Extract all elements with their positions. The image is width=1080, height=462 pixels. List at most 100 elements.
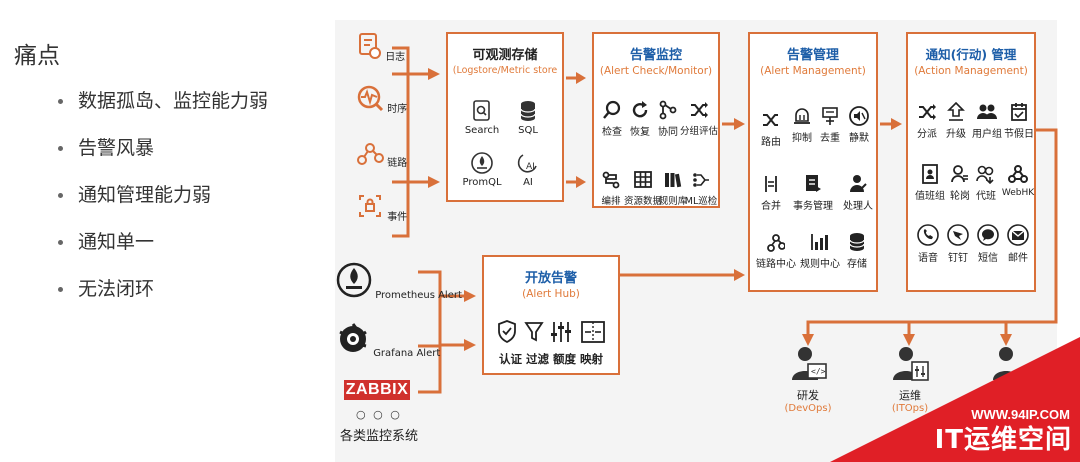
storage-item-ai: AI AI — [508, 152, 548, 188]
management-item-label: 去重 — [820, 133, 840, 144]
oncall-card-icon — [922, 164, 938, 184]
management-title: 告警管理 — [786, 48, 839, 63]
monitor-item-rulebase: 规则库 — [658, 170, 688, 207]
share-nodes-icon — [659, 100, 677, 120]
monitor-item-collab: 协同 — [654, 100, 682, 138]
storage-item-label: PromQL — [462, 177, 502, 188]
monitor-item-label: 检查 — [602, 127, 622, 138]
management-item-label: 链路中心 — [756, 259, 796, 270]
pain-item: 通知管理能力弱 — [58, 180, 268, 227]
action-item-rotation: 轮岗 — [946, 164, 974, 202]
magnifier-icon — [603, 100, 621, 119]
storage-item-label: Search — [464, 125, 500, 136]
webhook-icon — [1008, 165, 1028, 183]
action-item-label: 邮件 — [1008, 253, 1028, 264]
trace-nodes-icon — [357, 143, 384, 165]
escalate-icon — [947, 102, 965, 121]
storage-item-label: AI — [523, 177, 533, 188]
action-item-label: 升级 — [946, 129, 966, 140]
pain-item: 告警风暴 — [58, 133, 268, 180]
hub-title: 开放告警 — [524, 271, 577, 286]
monitor-item-resource: 资源数据 — [624, 170, 662, 207]
role-devops: </> 研发 (DevOps) — [782, 344, 834, 414]
merge-icon — [765, 176, 777, 192]
prometheus-icon — [336, 262, 372, 298]
action-box: 通知(行动) 管理 (Action Management) 分派 升级 用户组 … — [906, 32, 1036, 292]
management-item-label: 事务管理 — [793, 201, 833, 212]
management-item-label: 处理人 — [843, 201, 873, 212]
action-item-label: 语音 — [918, 253, 938, 264]
monitor-box: 告警监控 (Alert Check/Monitor) 检查 恢复 协同 分组评估… — [592, 32, 720, 208]
storage-item-search: Search — [462, 100, 502, 136]
grafana-icon — [339, 323, 367, 352]
action-item-escalate: 升级 — [942, 102, 970, 140]
source-trace-label: 链路 — [387, 158, 408, 169]
management-subtitle: (Alert Management) — [760, 65, 866, 77]
source-logs: 日志 — [356, 32, 405, 63]
management-item-label: 存储 — [847, 259, 867, 270]
developer-avatar-icon: </> — [792, 347, 827, 380]
prometheus-icon — [471, 152, 493, 174]
dispatch-icon — [919, 104, 936, 120]
hub-functions-label: 认证 过滤 额度 映射 — [498, 352, 603, 366]
management-item-incident: 事务管理 — [788, 174, 838, 212]
watermark: WWW.94IP.COM IT运维空间 — [830, 337, 1080, 462]
assignee-icon — [850, 175, 867, 192]
hub-box: 开放告警 (Alert Hub) 认证 过滤 额度 映射 — [482, 255, 620, 375]
watermark-triangle — [830, 337, 1080, 462]
action-item-substitute: 代班 — [972, 164, 1000, 202]
source-logs-label: 日志 — [385, 52, 406, 63]
action-item-label: 节假日 — [1004, 129, 1034, 140]
action-item-holiday: 节假日 — [1002, 102, 1036, 140]
monitor-subtitle: (Alert Check/Monitor) — [599, 65, 713, 77]
hub-function-icons — [498, 320, 605, 344]
source-timeseries: 时序 — [356, 84, 407, 115]
external-prometheus-label: Prometheus Alert — [375, 290, 462, 301]
sms-bubble-icon — [977, 224, 999, 246]
source-timeseries-label: 时序 — [387, 104, 408, 115]
management-item-label: 抑制 — [792, 133, 812, 144]
management-item-merge: 合并 — [756, 174, 786, 212]
action-item-voice: 语音 — [914, 224, 942, 264]
external-systems-label: 各类监控系统 — [340, 429, 419, 444]
action-item-user-group: 用户组 — [970, 102, 1004, 140]
refresh-icon — [632, 101, 648, 118]
management-item-route: 路由 — [756, 110, 786, 148]
source-events-label: 事件 — [387, 212, 408, 223]
monitor-item-label: 资源数据 — [624, 196, 663, 207]
source-events: 事件 — [356, 192, 407, 223]
suppress-icon — [794, 108, 810, 124]
storage-box: 可观测存储 (Logstore/Metric store Search SQL … — [446, 32, 564, 202]
calendar-icon — [1011, 103, 1027, 121]
monitor-title: 告警监控 — [629, 48, 682, 63]
monitor-item-group-eval: 分组评估 — [680, 100, 718, 137]
route-icon — [763, 114, 778, 126]
storage-item-promql: PromQL — [462, 152, 502, 188]
management-box: 告警管理 (Alert Management) 路由 抑制 去重 静默 合并 事… — [748, 32, 878, 292]
action-item-webhook: WebHK — [1000, 164, 1036, 198]
watermark-name: IT运维空间 — [934, 425, 1072, 455]
monitor-item-label: ML巡检 — [684, 196, 718, 207]
dedup-icon — [822, 107, 838, 125]
management-item-label: 静默 — [849, 133, 869, 144]
filter-icon — [524, 322, 544, 342]
monitor-item-ml-inspect: ML巡检 — [684, 170, 718, 207]
storage-subtitle: (Logstore/Metric store — [452, 65, 558, 76]
storage-item-sql: SQL — [508, 100, 548, 136]
email-icon — [1007, 224, 1029, 246]
action-item-label: 钉钉 — [948, 253, 968, 264]
external-prometheus: Prometheus Alert — [336, 262, 462, 301]
monitor-item-label: 协同 — [658, 127, 678, 138]
storage-item-label: SQL — [518, 125, 538, 136]
action-item-label: WebHK — [1001, 188, 1035, 198]
mapping-icon — [581, 321, 605, 343]
action-item-label: 用户组 — [972, 129, 1002, 140]
rotation-icon — [951, 165, 968, 183]
bar-chart-icon — [811, 234, 828, 250]
substitute-icon — [976, 165, 994, 184]
action-item-sms: 短信 — [974, 224, 1002, 264]
management-item-label: 合并 — [761, 201, 781, 212]
action-item-dispatch: 分派 — [912, 102, 942, 140]
management-item-assignee: 处理人 — [838, 174, 878, 212]
